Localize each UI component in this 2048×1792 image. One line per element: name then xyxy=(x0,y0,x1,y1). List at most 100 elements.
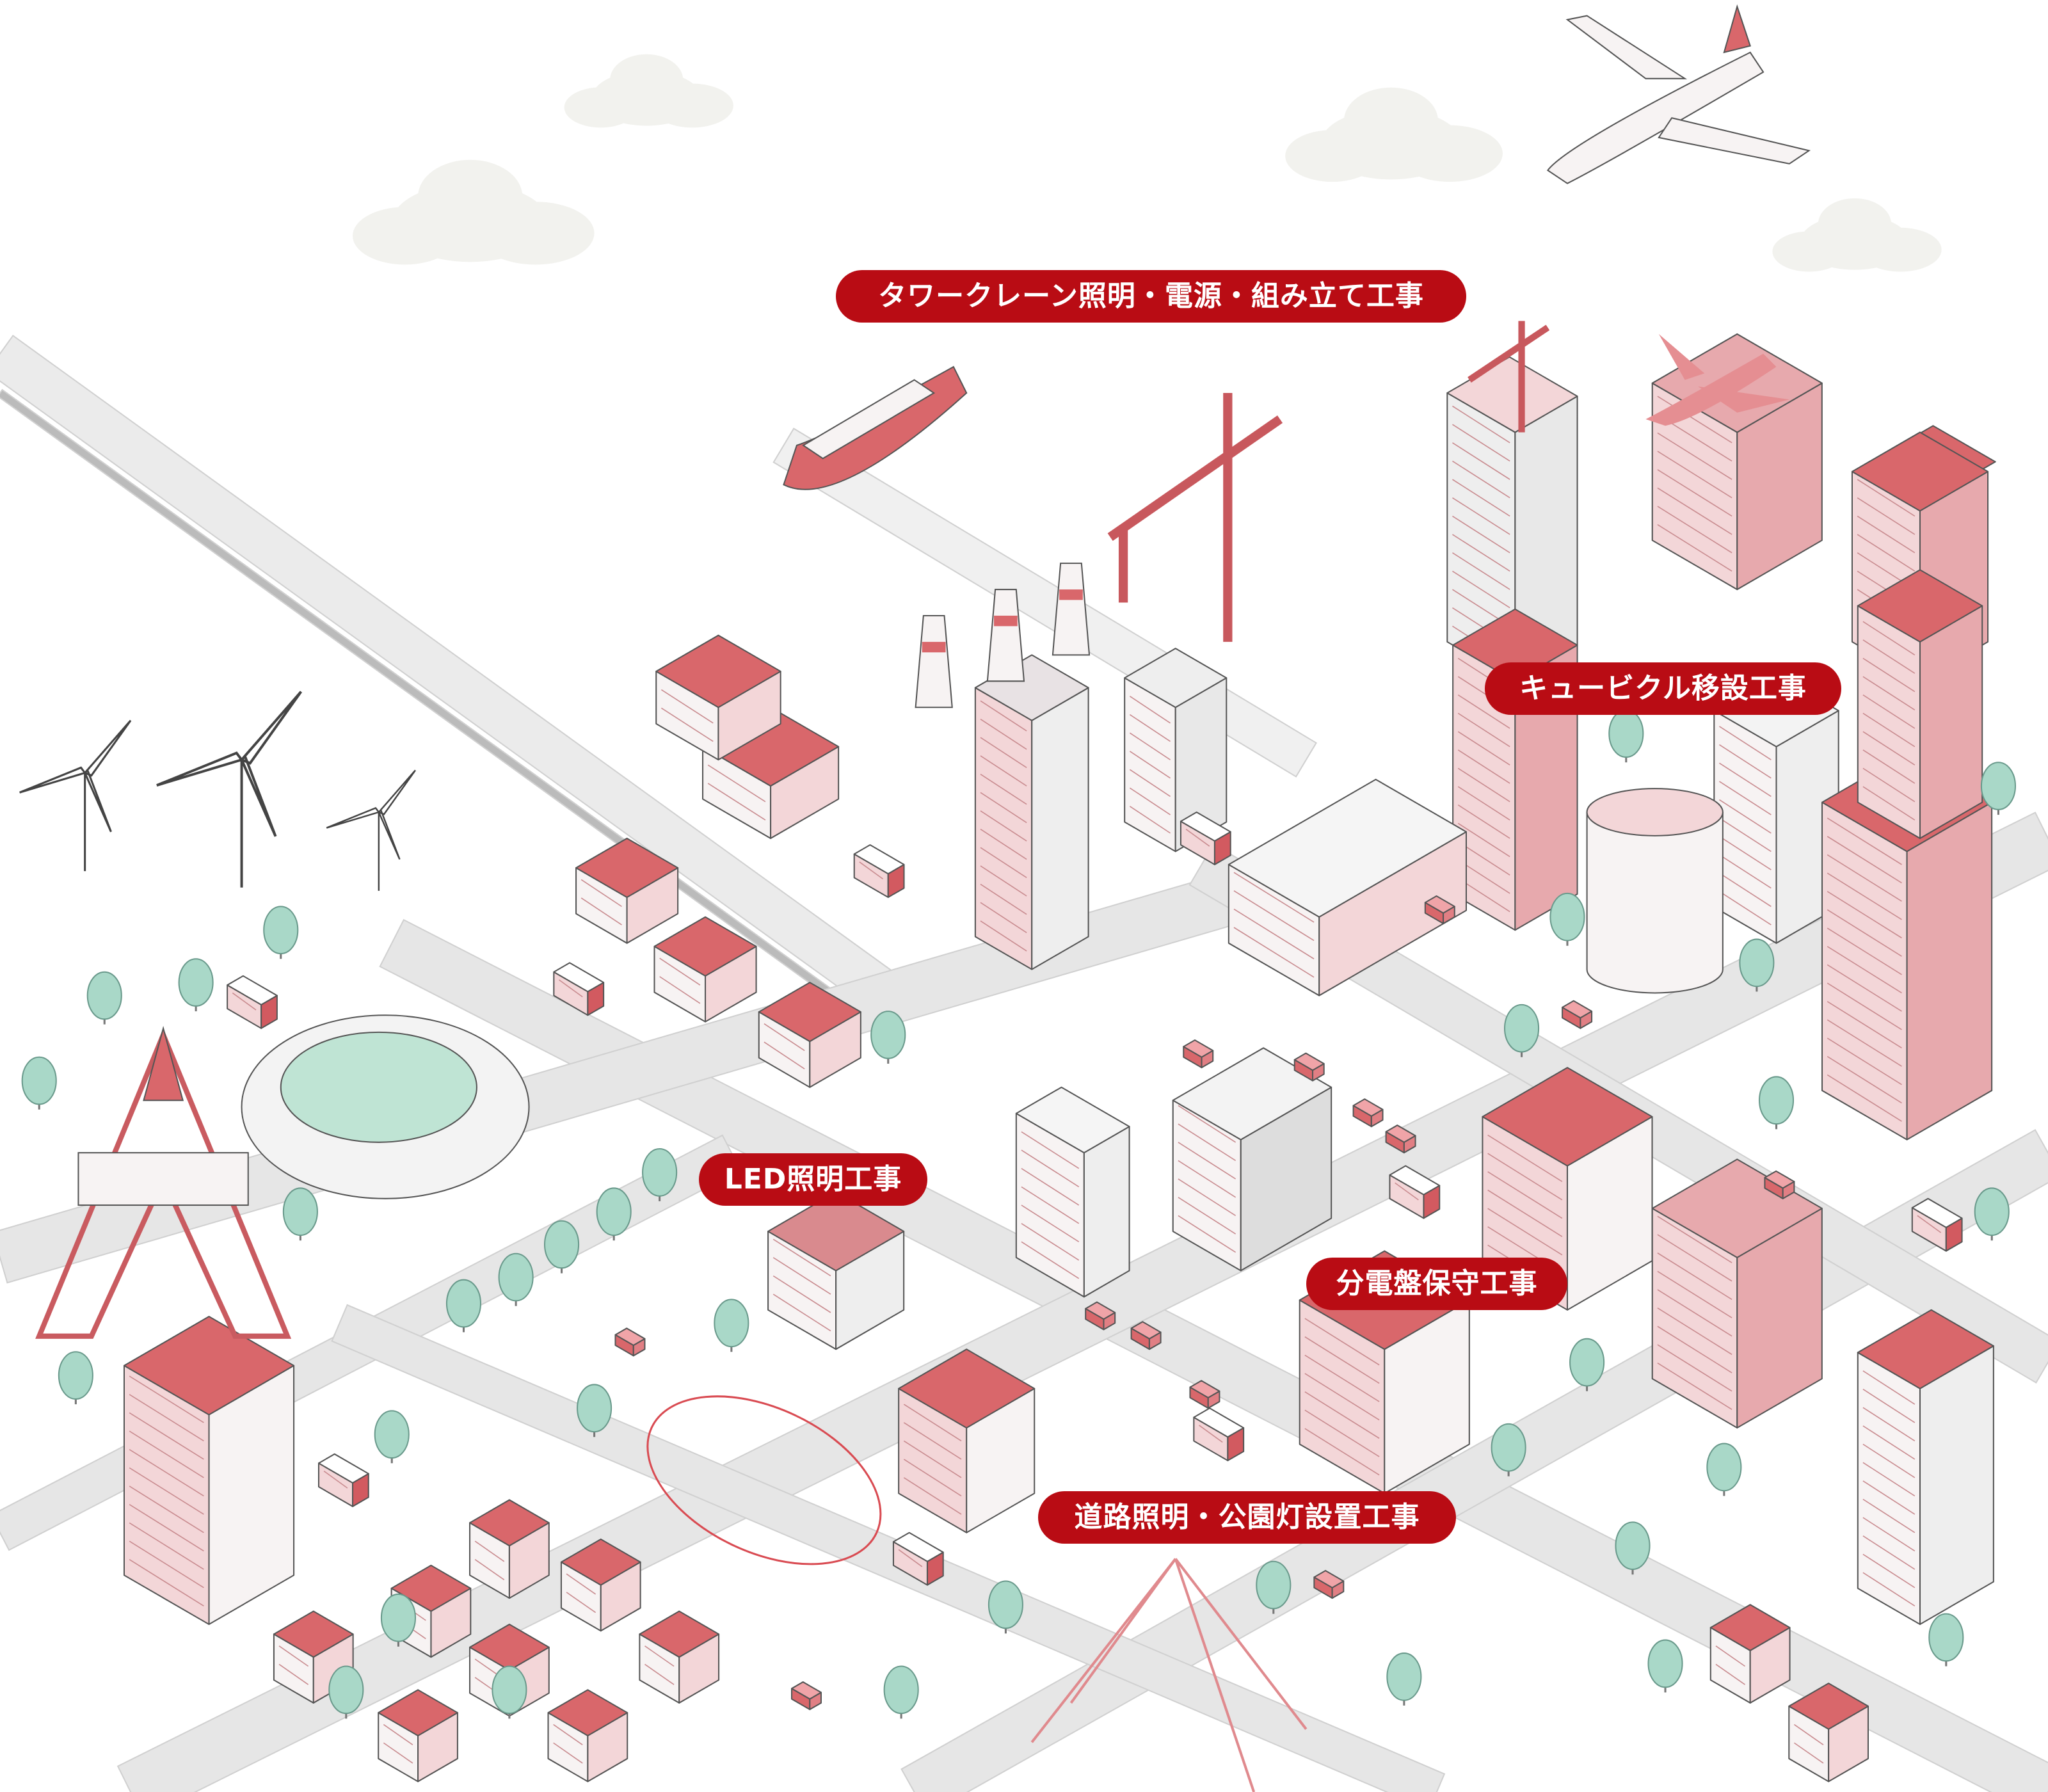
window-row xyxy=(1719,744,1772,779)
label-cubicle-relocation[interactable]: キュービクル移設工事 xyxy=(1485,662,1841,715)
window-row xyxy=(1719,891,1772,925)
building-roof xyxy=(553,962,605,993)
window-row xyxy=(1862,1553,1916,1588)
window-row xyxy=(553,1724,583,1745)
corner-building xyxy=(123,1315,295,1626)
window-row xyxy=(1657,1289,1732,1337)
tree xyxy=(21,1056,57,1105)
window-row xyxy=(1129,751,1171,779)
label-distribution-board[interactable]: 分電盤保守工事 xyxy=(1306,1258,1567,1310)
ship-deck xyxy=(802,379,936,460)
building-roof xyxy=(1293,1052,1325,1071)
house-2 xyxy=(653,916,757,1023)
tree xyxy=(1491,1423,1526,1472)
window-row xyxy=(1452,534,1510,572)
window-row xyxy=(1185,828,1210,847)
window-row xyxy=(1862,1480,1916,1515)
window-row xyxy=(772,1293,831,1332)
label-tower-crane-work[interactable]: タワークレーン照明・電源・組み立て工事 xyxy=(836,270,1466,323)
window-row xyxy=(1719,726,1772,760)
window-row xyxy=(980,718,1027,750)
window-row xyxy=(1793,1724,1824,1745)
window-row xyxy=(1657,487,1732,535)
vehicle xyxy=(1180,811,1231,865)
window-row xyxy=(232,992,257,1011)
window-row xyxy=(1304,1428,1380,1476)
label-road-park-lighting[interactable]: 道路照明・公園灯設置工事 xyxy=(1038,1491,1456,1544)
window-row xyxy=(1862,1388,1916,1423)
window-row xyxy=(566,1592,596,1613)
building-left-face xyxy=(1857,1352,1921,1626)
window-row xyxy=(1178,1197,1236,1235)
smokestack xyxy=(986,589,1025,682)
building-roof xyxy=(1124,648,1228,708)
building-roof xyxy=(1193,1407,1245,1438)
window-row xyxy=(1827,1037,1902,1085)
city-objects xyxy=(19,4,2016,1792)
smokestack-stripe xyxy=(922,641,946,653)
window-row xyxy=(383,1724,413,1745)
tree xyxy=(1256,1560,1292,1610)
window-row xyxy=(129,1375,204,1423)
window-row xyxy=(553,1742,583,1764)
window-row xyxy=(1862,731,1916,766)
building-roof xyxy=(273,1610,354,1658)
window-row xyxy=(1715,1663,1745,1685)
tree xyxy=(714,1299,749,1348)
house-12 xyxy=(1709,1604,1791,1704)
car xyxy=(1352,1098,1384,1128)
tree xyxy=(380,1593,416,1642)
tree xyxy=(263,906,299,955)
tree xyxy=(1647,1639,1683,1688)
building-roof xyxy=(892,1532,944,1562)
building-roof xyxy=(614,1327,646,1347)
building-roof xyxy=(1385,1124,1416,1143)
window-row xyxy=(1304,1354,1380,1402)
building-roof xyxy=(758,982,861,1043)
window-row xyxy=(1827,817,1902,865)
window-row xyxy=(1857,534,1916,572)
window-row xyxy=(1657,469,1732,517)
tree xyxy=(1758,1076,1795,1125)
window-row xyxy=(1021,1186,1080,1224)
window-row xyxy=(660,707,714,742)
window-row xyxy=(566,1573,596,1595)
vehicle xyxy=(227,975,278,1029)
window-row xyxy=(903,1422,962,1460)
building-roof xyxy=(1857,1309,1994,1389)
tree xyxy=(1504,1004,1540,1053)
window-row xyxy=(1827,1056,1902,1104)
window-row xyxy=(474,1559,505,1581)
dotted-office xyxy=(1713,674,1839,944)
label-led-lighting[interactable]: LED照明工事 xyxy=(699,1153,927,1206)
building-roof xyxy=(227,975,278,1005)
window-row xyxy=(1021,1149,1080,1188)
building-roof xyxy=(1857,569,1983,643)
tree xyxy=(374,1410,410,1459)
building-roof xyxy=(639,1610,720,1658)
building-roof xyxy=(317,1453,369,1484)
car xyxy=(1293,1052,1325,1082)
window-row xyxy=(1827,891,1902,939)
factory xyxy=(702,707,840,839)
window-row xyxy=(1457,731,1510,766)
building-roof xyxy=(1180,811,1231,842)
window-row xyxy=(129,1467,204,1515)
window-row xyxy=(1452,405,1510,444)
window-row xyxy=(1657,396,1732,444)
tree xyxy=(577,1384,612,1433)
window-row xyxy=(580,879,622,908)
vehicle xyxy=(1193,1407,1245,1462)
tree xyxy=(492,1665,527,1715)
window-row xyxy=(903,1459,962,1497)
window-row xyxy=(1487,1208,1563,1256)
window-row xyxy=(1457,804,1510,839)
tower-observatory xyxy=(77,1152,249,1206)
building-roof xyxy=(1189,1380,1220,1398)
building-roof xyxy=(123,1315,295,1416)
window-row xyxy=(1178,1178,1236,1217)
window-row xyxy=(1715,1645,1745,1667)
window-row xyxy=(1857,497,1916,535)
cloud xyxy=(1772,198,1942,272)
window-row xyxy=(129,1504,204,1552)
